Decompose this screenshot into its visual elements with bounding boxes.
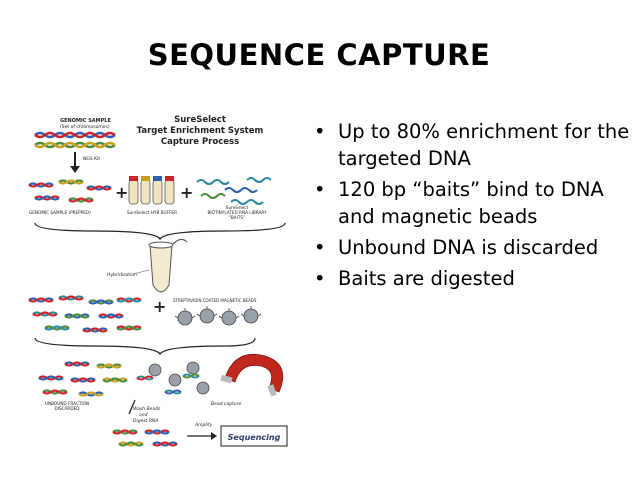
bullet-text: Unbound DNA is discarded [338,236,599,259]
bullet-item: • Baits are digested [310,265,630,292]
figure-heading-2: Target Enrichment System [137,126,264,136]
magnet-icon [220,353,284,397]
genomic-sample-label: GENOMIC SAMPLE [60,118,111,124]
bullet-item: • Up to 80% enrichment for the targeted D… [310,118,630,172]
bullet-text: Baits are digested [338,267,515,290]
wash-label-1: Wash Beads [133,406,161,412]
wash-arrow-icon [128,399,136,415]
figure-heading-1: SureSelect [174,115,226,125]
magnetic-beads-label: STREPTAVIDIN COATED MAGNETIC BEADS [173,298,257,303]
bullet-marker: • [314,267,326,290]
captured-beads-icon [136,361,210,395]
wash-label-3: Digest RNA [133,418,158,424]
hyb-buffer-label: SureSelect HYB BUFFER [127,210,177,215]
fragmented-dna [28,179,112,203]
bullet-item: • Unbound DNA is discarded [310,234,630,261]
plus-icon: + [153,297,166,316]
plus-icon: + [115,183,128,202]
plus-icon: + [180,183,193,202]
sureselect-capture-diagram: GENOMIC SAMPLE (Set of chromosomes) NGS … [28,115,288,447]
bullet-text: 120 bp “baits” bind to DNA and magnetic … [338,178,604,228]
hybridization-tube-icon [148,238,188,293]
figure-heading-3: Capture Process [161,137,239,147]
bullet-list: • Up to 80% enrichment for the targeted D… [310,118,630,296]
slide-title: SEQUENCE CAPTURE [147,38,491,72]
merge-brace [34,337,256,356]
baits-label-3: "BAITS" [229,215,245,220]
wash-label-2: and [139,412,148,418]
hybridization-label: Hybridization [107,272,137,278]
enriched-dna [112,429,178,447]
hybridization-pointer [132,269,150,275]
hyb-buffer-tubes-icon [128,176,175,205]
amplify-arrow-icon [187,432,217,440]
bullet-text: Up to 80% enrichment for the targeted DN… [338,120,630,170]
bullet-marker: • [314,178,326,201]
chromosome-strands [34,131,116,149]
baits-label-2: BIOTINYLATED RNA LIBRARY [207,210,267,215]
sequencing-box [220,425,288,447]
unbound-dna [38,361,128,397]
hybridized-dna [28,295,142,333]
bullet-item: • 120 bp “baits” bind to DNA and magnetic… [310,176,630,230]
down-arrow-icon [70,152,80,173]
bullet-marker: • [314,236,326,259]
ngs-kit-label: NGS Kit [83,156,100,162]
unbound-discarded-label: DISCARDED [55,406,80,411]
baits-label-1: SureSelect [226,205,249,210]
prepped-sample-label: GENOMIC SAMPLE (PREPPED) [29,210,91,215]
merge-brace [34,222,286,241]
amplify-label: Amplify [194,422,212,428]
sequencing-label: Sequencing [228,433,281,442]
genomic-sample-sub-label: (Set of chromosomes) [60,124,110,130]
bead-capture-label: Bead capture [211,401,241,407]
rna-baits-icon [196,177,272,205]
bullet-marker: • [314,120,326,143]
unbound-fraction-label: UNBOUND FRACTION [45,401,89,406]
magnetic-beads-icon [174,306,262,326]
